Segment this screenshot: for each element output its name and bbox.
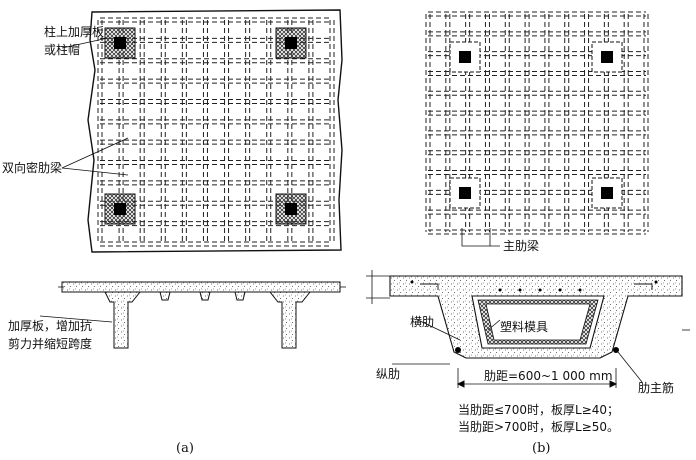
note-line2: 当肋距>700时，板厚L≥50。: [458, 419, 619, 434]
label-main-rib: 主肋梁: [503, 238, 539, 253]
label-section-line1: 加厚板，增加抗: [8, 318, 92, 333]
label-section-line2: 剪力并缩短跨度: [8, 336, 92, 351]
label-long-rib: 纵肋: [376, 366, 400, 381]
rib-grid-a: [97, 17, 335, 247]
plan-a-outline: [87, 9, 343, 253]
label-capital-line1: 柱上加厚板: [44, 24, 104, 39]
plan-b: [425, 11, 649, 247]
label-spacing: 肋距=600~1 000 mm: [484, 368, 613, 383]
column-capitals-a: [104, 27, 307, 225]
section-b: [366, 270, 690, 388]
columns-b: [449, 41, 623, 209]
section-a: [39, 281, 346, 349]
label-rebar: 肋主筋: [638, 380, 674, 395]
caption-b: (b): [532, 441, 550, 456]
label-capital-line2: 或柱帽: [44, 42, 80, 57]
label-cross-rib: 横肋: [410, 314, 434, 329]
label-ribs: 双向密肋梁: [2, 160, 62, 175]
label-mold: 塑料模具: [500, 319, 548, 334]
note-line1: 当肋距≤700时，板厚L≥40；: [458, 402, 619, 417]
caption-a: (a): [176, 441, 194, 456]
plan-a: [61, 9, 343, 253]
